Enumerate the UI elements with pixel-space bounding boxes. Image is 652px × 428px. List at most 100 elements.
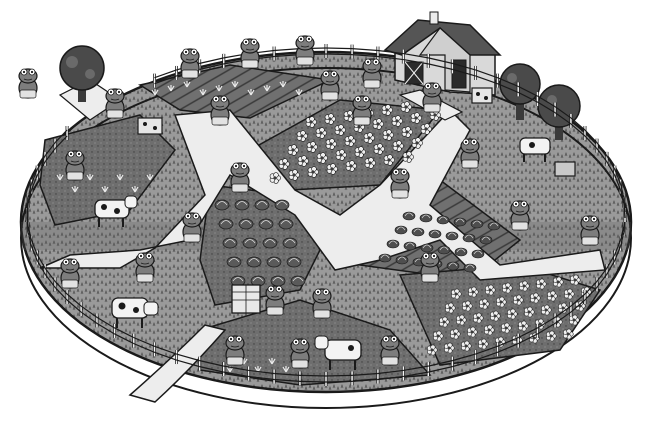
fence-rail (606, 254, 616, 269)
cow-icon (94, 195, 138, 227)
flower-icon (402, 151, 414, 163)
sprout-icon (146, 174, 154, 181)
sprout-icon (116, 174, 124, 181)
hay-bale-icon (471, 87, 493, 104)
frog-farmer-icon (580, 215, 600, 246)
flower-icon (269, 172, 281, 184)
fence-rail (26, 217, 29, 233)
sprout-icon (268, 358, 276, 365)
flower-icon (496, 296, 507, 308)
flower-icon (335, 149, 347, 161)
flower-icon (305, 116, 317, 128)
fence (25, 44, 627, 386)
fence-rail (452, 353, 476, 362)
frog-farmer-icon (240, 38, 260, 69)
frog-farmer-icon (210, 95, 230, 126)
cabbage-icon (282, 237, 298, 249)
fence-rail (352, 378, 378, 382)
frog-farmer-icon (105, 88, 125, 119)
fence-rail (27, 183, 33, 198)
fence-rail (517, 333, 538, 345)
flower-icon (570, 274, 581, 286)
fence-rail (80, 305, 98, 318)
fence-rail (596, 273, 608, 288)
fence-rail (80, 311, 98, 324)
frog-farmer-icon (510, 200, 530, 231)
cow-icon (519, 137, 551, 162)
flower-icon (278, 158, 290, 170)
fence-rail (352, 48, 378, 52)
flower-icon (316, 152, 328, 164)
fence-rail (606, 155, 616, 170)
fence-rail (584, 135, 598, 150)
cabbage-crops (214, 199, 501, 287)
cabbage-icon (487, 221, 501, 231)
fence-rail (619, 183, 625, 198)
frog-farmer-icon (362, 58, 382, 89)
cabbage-icon (403, 241, 417, 251)
cabbage-icon (250, 275, 266, 287)
fence-rail (352, 372, 378, 376)
cabbage-icon (470, 219, 484, 229)
fence-rail (537, 101, 556, 114)
fence-rail (44, 267, 56, 282)
cabbage-icon (274, 199, 290, 211)
flower-icon (439, 316, 450, 328)
flower-icon (524, 306, 535, 318)
hay-bale-icon (137, 117, 163, 135)
well-icon (231, 284, 261, 314)
flower-icon (315, 127, 327, 139)
tree-icon (59, 45, 105, 102)
flower-icon (558, 302, 569, 314)
flower-icon (530, 292, 541, 304)
fence-rail (403, 371, 429, 378)
frog-farmer-icon (60, 258, 80, 289)
fence-rail (154, 345, 177, 355)
fence-rail (537, 95, 556, 108)
fence-rail (30, 240, 38, 255)
flower-icon (410, 112, 422, 124)
frog-farmer-icon (182, 212, 202, 243)
cabbage-icon (230, 275, 246, 287)
fence-rail (299, 374, 327, 377)
fence-rail (66, 293, 82, 307)
cow-icon (314, 335, 362, 370)
fence-rail (570, 123, 586, 137)
cabbage-icon (290, 275, 306, 287)
flower-crops-center (269, 101, 441, 184)
flower-icon (485, 284, 496, 296)
fence-rail (176, 353, 200, 362)
cabbage-icon (262, 237, 278, 249)
flower-icon (345, 160, 357, 172)
cabbage-icon (238, 218, 254, 230)
fence-rail (623, 203, 626, 219)
flower-icon (373, 143, 385, 155)
cabbage-icon (254, 199, 270, 211)
fence-rail (27, 226, 33, 241)
field-left (39, 114, 176, 226)
fence-rail (619, 232, 625, 247)
fence-rail (325, 374, 353, 377)
flower-icon (427, 344, 438, 356)
fence-rail (403, 58, 429, 65)
flower-icon (354, 146, 366, 158)
cow-icon (111, 297, 159, 328)
frog-farmer-icon (422, 82, 442, 113)
fence-rail (584, 286, 598, 301)
fence-rail (26, 203, 29, 219)
fence-rail (475, 75, 498, 85)
fence-rail (30, 246, 38, 261)
flower-icon (501, 322, 512, 334)
flower-icon (450, 328, 461, 340)
fence-rail (570, 117, 586, 131)
cabbage-icon (395, 255, 409, 265)
sprout-icon (295, 89, 303, 96)
cabbage-icon (445, 231, 459, 241)
fence-rail (30, 175, 38, 190)
flower-icon (324, 113, 336, 125)
fence-rail (614, 246, 622, 261)
cabbage-icon (402, 211, 416, 221)
frog-farmer-icon (180, 48, 200, 79)
flower-icon (288, 169, 300, 181)
fence-rail (614, 240, 622, 255)
